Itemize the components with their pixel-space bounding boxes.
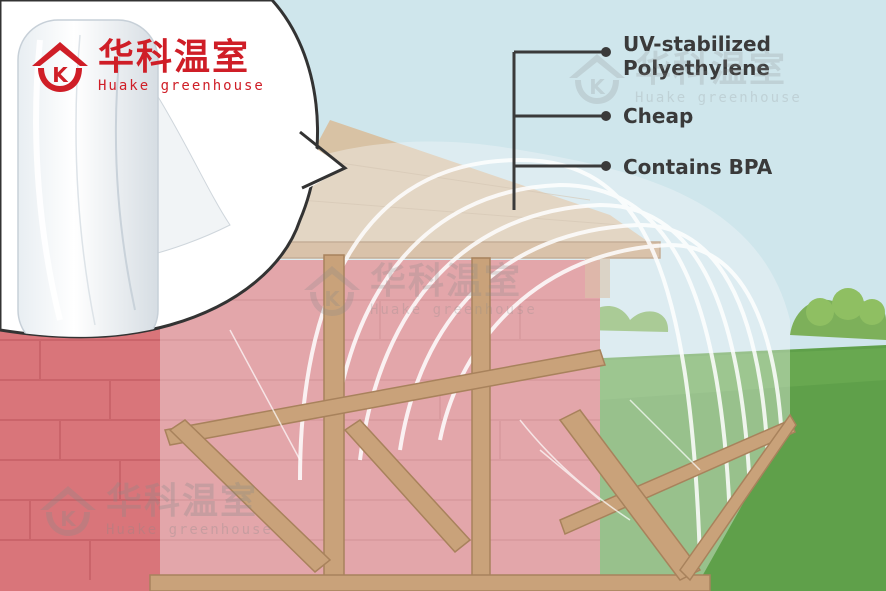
- callout-dot-2: [601, 111, 611, 121]
- film-highlights: [229, 329, 701, 521]
- callout-line-2: Polyethylene: [623, 56, 770, 80]
- callout-leader-lines: [512, 47, 611, 210]
- callout-uv-stabilized-polyethylene: UV-stabilized Polyethylene: [623, 32, 771, 80]
- callout-dot-1: [601, 47, 611, 57]
- callout-line-1: UV-stabilized: [623, 32, 771, 56]
- callout-contains-bpa: Contains BPA: [623, 155, 773, 179]
- house-roof: [260, 120, 660, 250]
- callout-cheap: Cheap: [623, 104, 694, 128]
- wooden-frame: [149, 254, 797, 591]
- film-roll: [17, 19, 159, 337]
- brick-pattern: [0, 299, 600, 580]
- background-trees: [580, 288, 886, 340]
- callout-dot-3: [601, 161, 611, 171]
- film-roll-sheet: [139, 68, 231, 256]
- greenhouse-hoops: [298, 157, 784, 561]
